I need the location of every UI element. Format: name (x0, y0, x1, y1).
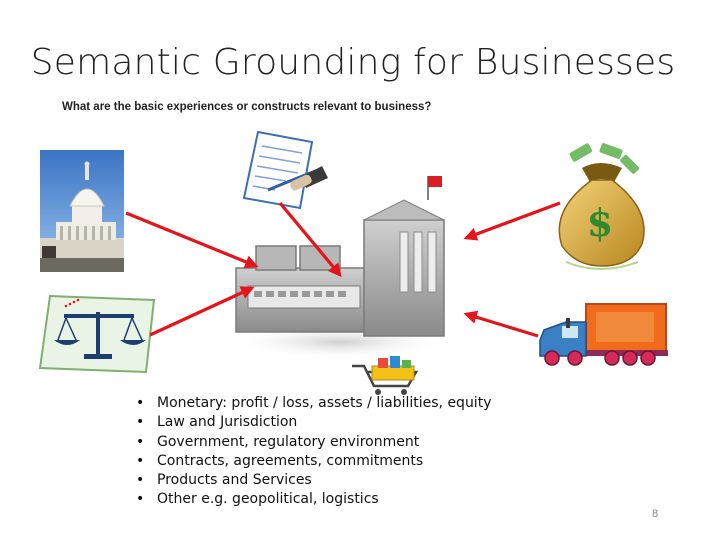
list-item: • Products and Services (136, 471, 491, 490)
bullet-dot: • (136, 452, 145, 469)
list-item: • Other e.g. geopolitical, logistics (136, 490, 491, 509)
list-item: • Law and Jurisdiction (136, 413, 491, 432)
svg-text:$: $ (587, 200, 613, 245)
arrow-from-capitol (125, 211, 259, 269)
arrow-from-contract (278, 201, 342, 278)
bullet-dot: • (136, 433, 145, 450)
bullet-list: • Monetary: profit / loss, assets / liabi… (136, 394, 491, 510)
arrow-from-money (463, 201, 561, 241)
factory-building-icon (230, 176, 450, 360)
relation-arrows (125, 201, 561, 338)
contract-signing-icon (242, 130, 328, 210)
arrow-from-truck (463, 310, 539, 338)
scales-of-justice-icon (38, 294, 156, 374)
list-item: • Monetary: profit / loss, assets / liabi… (136, 394, 491, 413)
list-item: • Contracts, agreements, commitments (136, 452, 491, 471)
bullet-dot: • (136, 472, 145, 489)
slide-subtitle: What are the basic experiences or constr… (62, 101, 432, 113)
list-item-text: Government, regulatory environment (157, 433, 420, 450)
page-number: 8 (652, 508, 659, 520)
bullet-dot: • (136, 491, 145, 508)
list-item-text: Monetary: profit / loss, assets / liabil… (157, 395, 492, 411)
bullet-dot: • (136, 395, 145, 411)
delivery-truck-icon (539, 303, 668, 366)
slide-title: Semantic Grounding for Businesses (30, 42, 676, 83)
list-item-text: Law and Jurisdiction (157, 414, 298, 431)
list-item-text: Contracts, agreements, commitments (157, 452, 424, 469)
money-bag-icon: $ (558, 143, 645, 270)
bullet-dot: • (136, 414, 145, 431)
arrow-from-scales (149, 286, 255, 337)
list-item-text: Products and Services (157, 472, 312, 489)
list-item-text: Other e.g. geopolitical, logistics (157, 491, 379, 508)
capitol-building-icon (40, 150, 124, 272)
shopping-cart-icon (352, 356, 419, 395)
list-item: • Government, regulatory environment (136, 433, 491, 452)
